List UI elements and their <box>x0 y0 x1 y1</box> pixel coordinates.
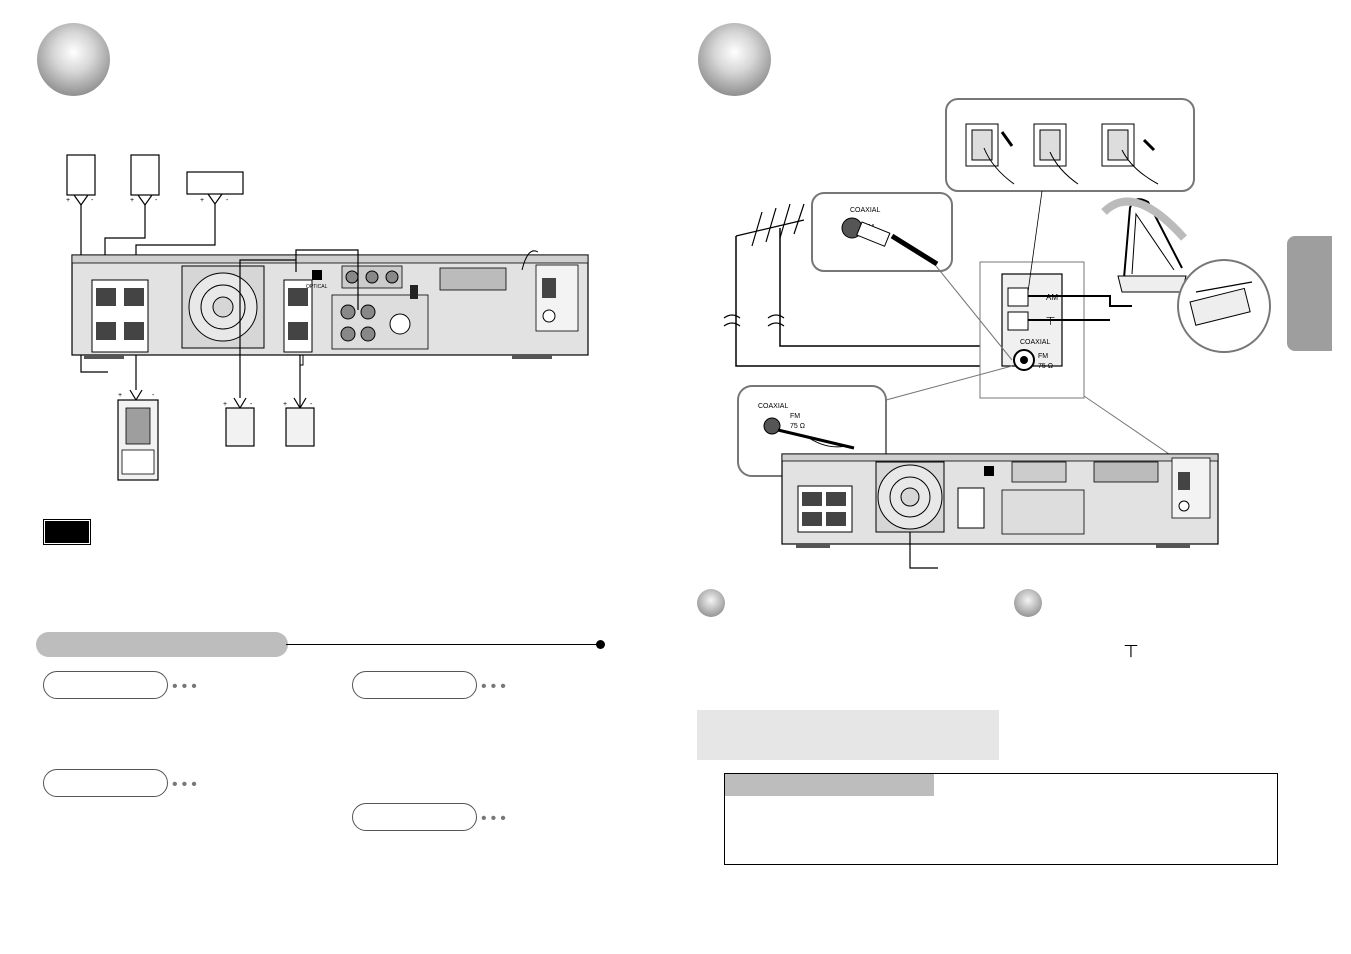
coaxial-wire-label: COAXIAL <box>758 403 788 410</box>
note-label-box <box>43 519 91 545</box>
section-header-end-dot <box>596 640 605 649</box>
sub-bullet-sphere-1 <box>697 589 725 617</box>
receiver-rear-panel-left: OPTICAL <box>71 250 589 359</box>
svg-text:+: + <box>283 401 287 408</box>
ground-symbol-text: 丅 <box>1124 643 1138 659</box>
fm-coaxial-plug-callout: COAXIAL FM <box>811 192 953 272</box>
fm-wire-75-label: 75 Ω <box>790 423 805 430</box>
chapter-side-tab <box>1287 236 1332 351</box>
category-pill-3 <box>43 769 168 797</box>
section-bullet-sphere-left <box>37 23 110 96</box>
svg-text:+: + <box>66 197 70 204</box>
am-label: AM <box>1046 293 1058 302</box>
svg-text:-: - <box>226 197 229 204</box>
speaker-front-right-icon: +- <box>130 154 160 207</box>
am-loop-antenna-icon <box>1101 197 1271 353</box>
coaxial-label: COAXIAL <box>850 207 880 214</box>
category-pill-4 <box>352 803 477 831</box>
speaker-surround-right-icon: +- <box>283 397 315 447</box>
pill-dots-4: ••• <box>481 810 510 827</box>
category-pill-1 <box>43 671 168 699</box>
speaker-surround-left-icon: +- <box>223 397 255 447</box>
pill-dots-1: ••• <box>172 678 201 695</box>
terminal-clip-icon <box>1101 123 1159 185</box>
category-pill-2 <box>352 671 477 699</box>
cooling-fan-icon <box>875 461 945 533</box>
optical-label: OPTICAL <box>306 284 328 290</box>
info-panel-gray <box>697 710 999 760</box>
svg-text:-: - <box>250 401 253 408</box>
svg-text:-: - <box>155 197 158 204</box>
note-box-header-bar <box>725 774 934 796</box>
svg-text:+: + <box>200 197 204 204</box>
fm-wire-label: FM <box>790 413 800 420</box>
antenna-connection-diagram: COAXIAL FM AM 丅 COAXIAL FM 75 Ω <box>723 98 1271 569</box>
pill-dots-2: ••• <box>481 678 510 695</box>
subwoofer-icon: +- <box>117 389 159 481</box>
pill-dots-3: ••• <box>172 776 201 793</box>
svg-text:+: + <box>223 401 227 408</box>
terminal-clip-icon <box>1033 123 1079 185</box>
fm-75-label: 75 Ω <box>1038 363 1053 370</box>
svg-text:-: - <box>152 392 155 399</box>
fm-terminal-label: FM <box>1038 353 1048 360</box>
section-bullet-sphere-right <box>698 23 771 96</box>
coaxial-terminal-label: COAXIAL <box>1020 339 1050 346</box>
receiver-rear-panel-right <box>781 453 1219 548</box>
note-box <box>724 773 1278 865</box>
svg-text:-: - <box>310 401 313 408</box>
speaker-front-left-icon: +- <box>66 154 96 207</box>
fm-antenna-icon <box>723 203 1018 367</box>
svg-text:-: - <box>91 197 94 204</box>
section-header-line <box>286 644 600 645</box>
terminal-clip-detail-callout <box>945 98 1195 192</box>
svg-text:+: + <box>118 392 122 399</box>
sub-bullet-sphere-2 <box>1014 589 1042 617</box>
svg-text:+: + <box>130 197 134 204</box>
speaker-connection-diagram: +- +- +- OPTICAL <box>66 154 589 481</box>
section-header-bar <box>36 632 288 657</box>
terminal-clip-icon <box>965 123 1015 185</box>
speaker-center-icon: +- <box>186 171 244 206</box>
antenna-terminal-zoom: AM 丅 COAXIAL FM 75 Ω <box>979 261 1132 399</box>
cooling-fan-icon <box>181 265 265 349</box>
